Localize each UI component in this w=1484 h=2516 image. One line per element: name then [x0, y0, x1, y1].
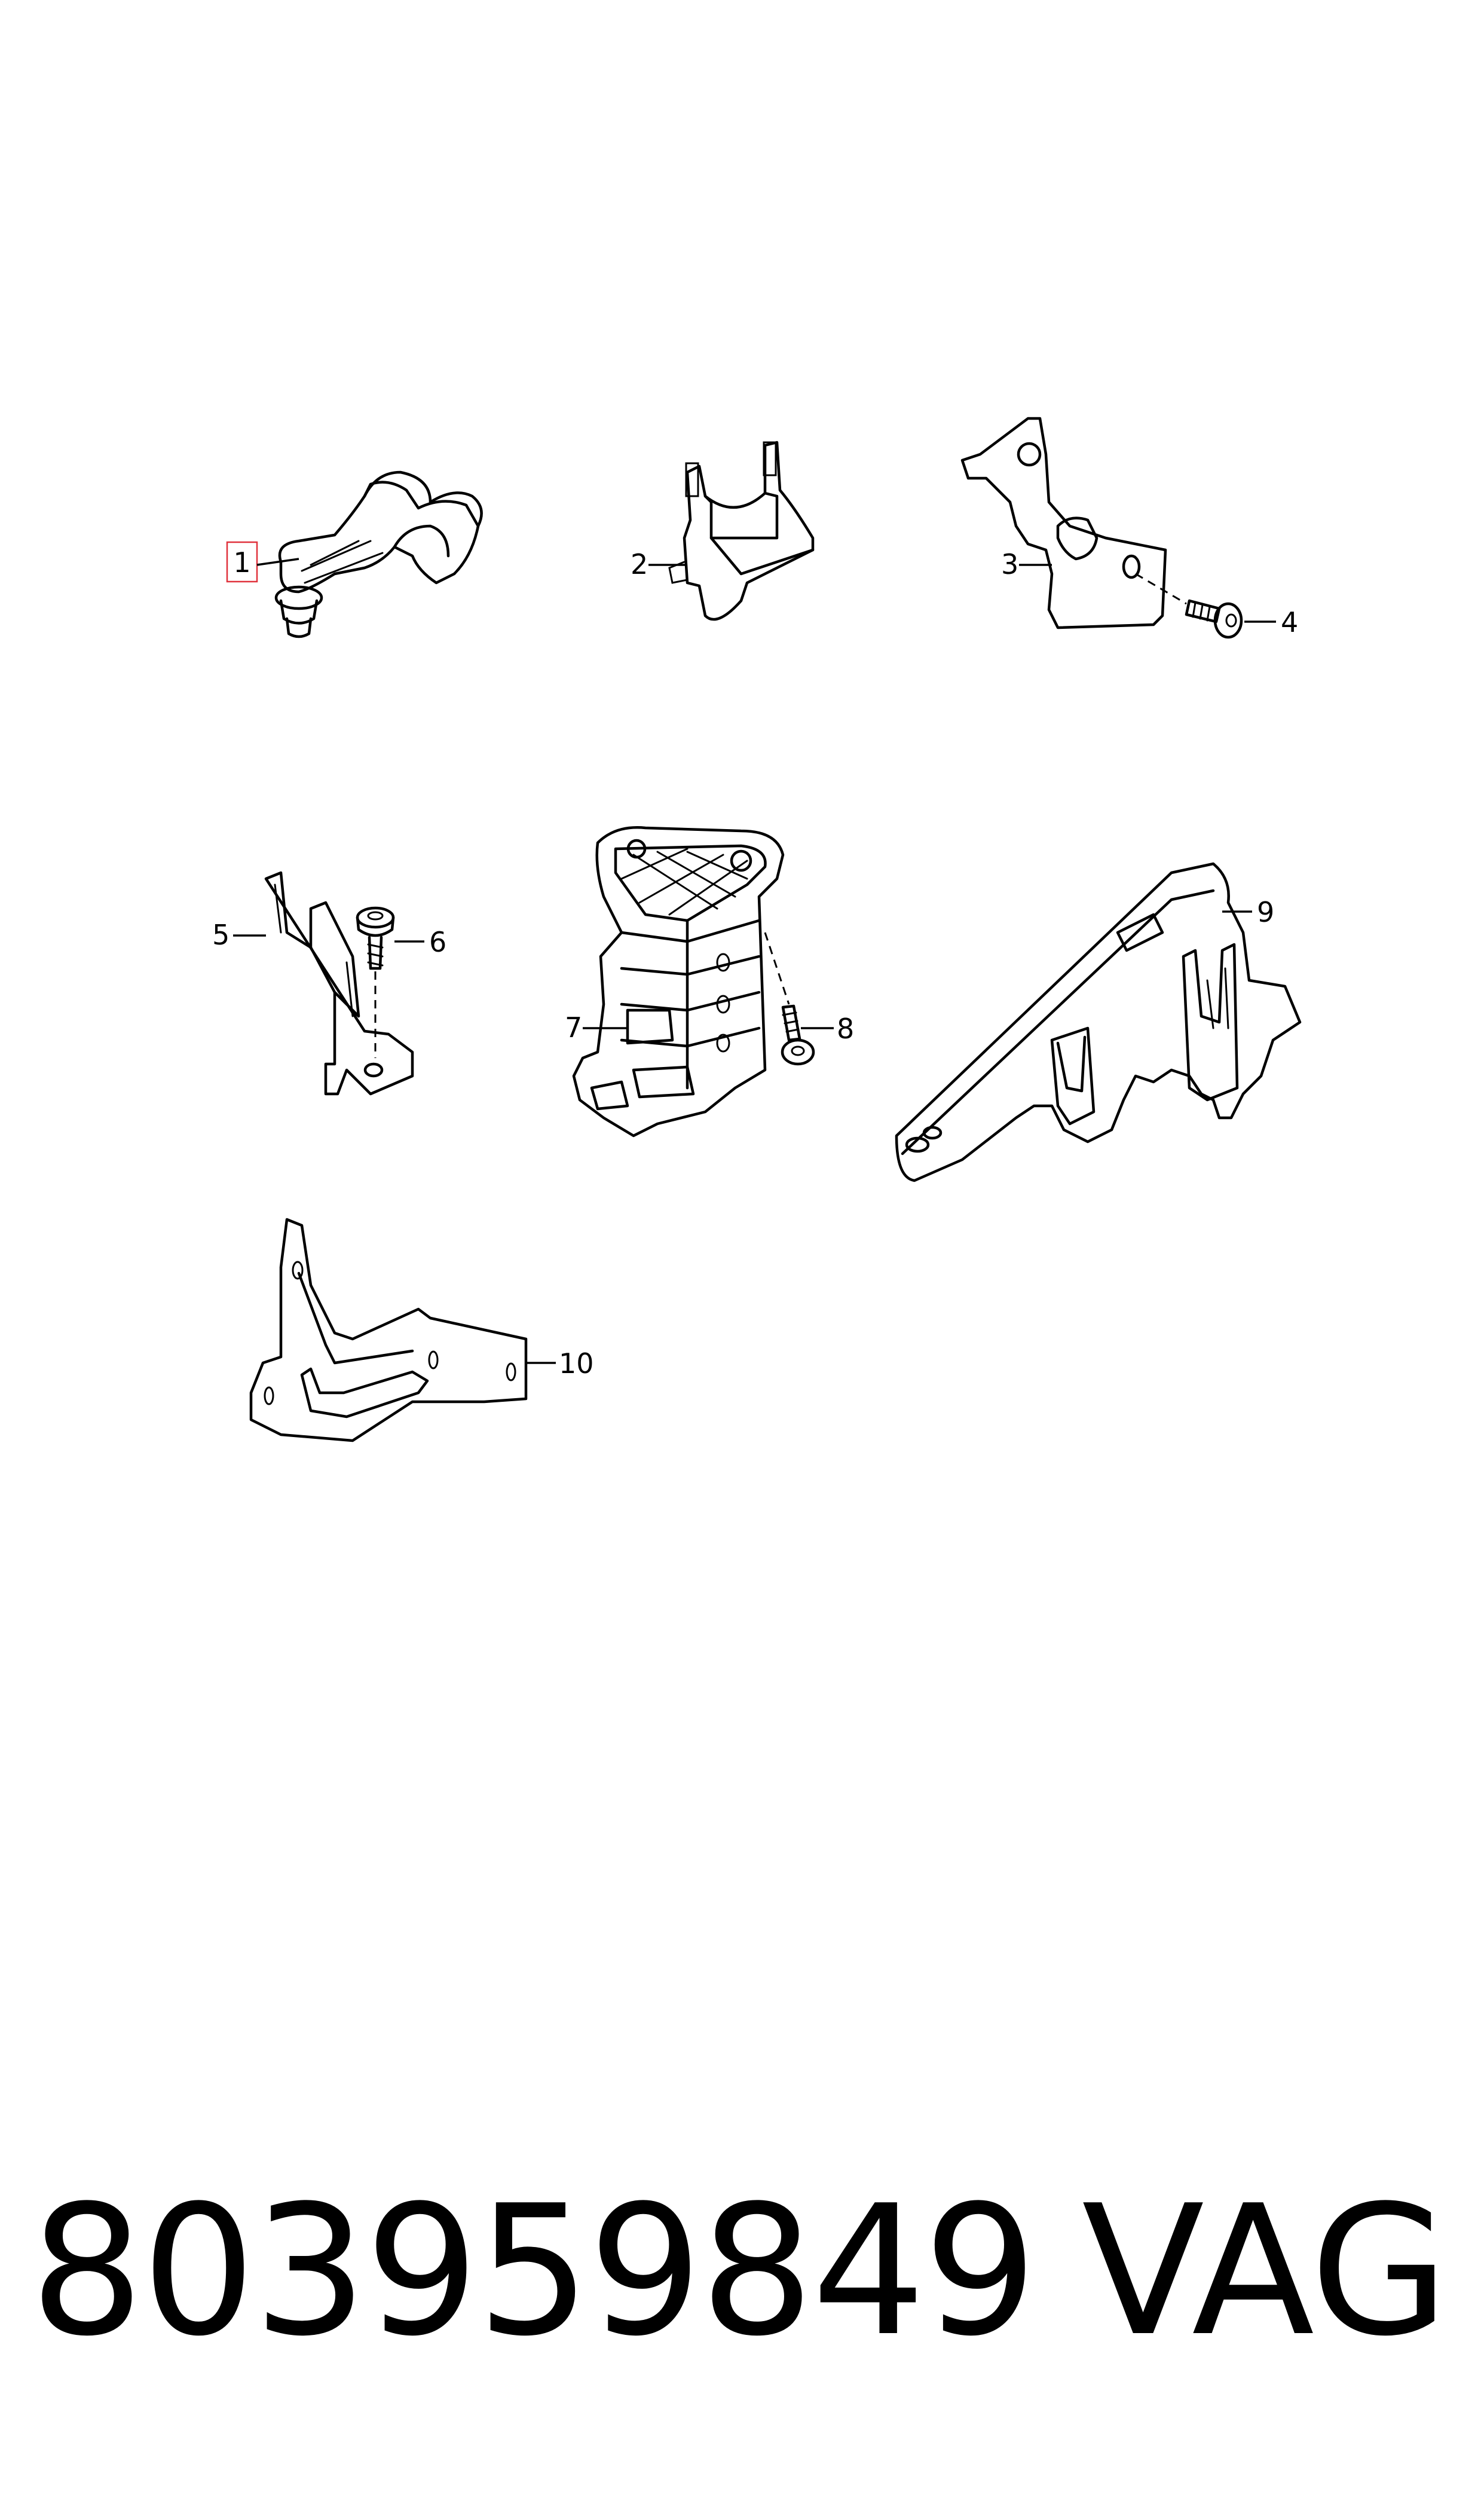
part-5-wire-bracket-drawing — [264, 871, 414, 1096]
callout-label-4[interactable]: 4 — [1281, 606, 1298, 638]
callout-label-6[interactable]: 6 — [429, 926, 446, 958]
callout-1-highlight — [226, 541, 258, 583]
callout-label-9[interactable]: 9 — [1257, 896, 1274, 928]
part-4-screw-drawing — [1135, 573, 1243, 639]
part-3-bracket-drawing — [960, 417, 1167, 629]
part-number: 803959849 — [30, 2167, 1038, 2376]
callout-label-2[interactable]: 2 — [631, 548, 648, 580]
callout-label-1: 1 — [233, 546, 250, 579]
part-2-holder-drawing — [668, 441, 815, 621]
callout-1[interactable]: 1 — [226, 541, 258, 583]
callout-label-7[interactable]: 7 — [565, 1011, 582, 1044]
part-7-bracket-drawing — [572, 826, 790, 1138]
parts-diagram: 1 2 3 4 5 — [212, 417, 1302, 1442]
footer: 803959849 VAG — [30, 2176, 1464, 2367]
part-6-screw-drawing — [356, 906, 395, 1058]
callout-label-5[interactable]: 5 — [212, 919, 230, 951]
part-10-l-bracket-drawing — [249, 1218, 528, 1442]
callout-label-10[interactable]: 10 — [559, 1347, 594, 1380]
callout-label-8[interactable]: 8 — [837, 1013, 854, 1045]
part-9-long-bracket-drawing — [895, 862, 1302, 1182]
callout-label-3[interactable]: 3 — [1001, 548, 1018, 580]
brand-name: VAG — [1082, 2167, 1449, 2376]
part-1-clip-drawing — [274, 470, 483, 638]
leader-line-1 — [256, 558, 299, 566]
part-8-screw-drawing — [781, 1004, 815, 1066]
